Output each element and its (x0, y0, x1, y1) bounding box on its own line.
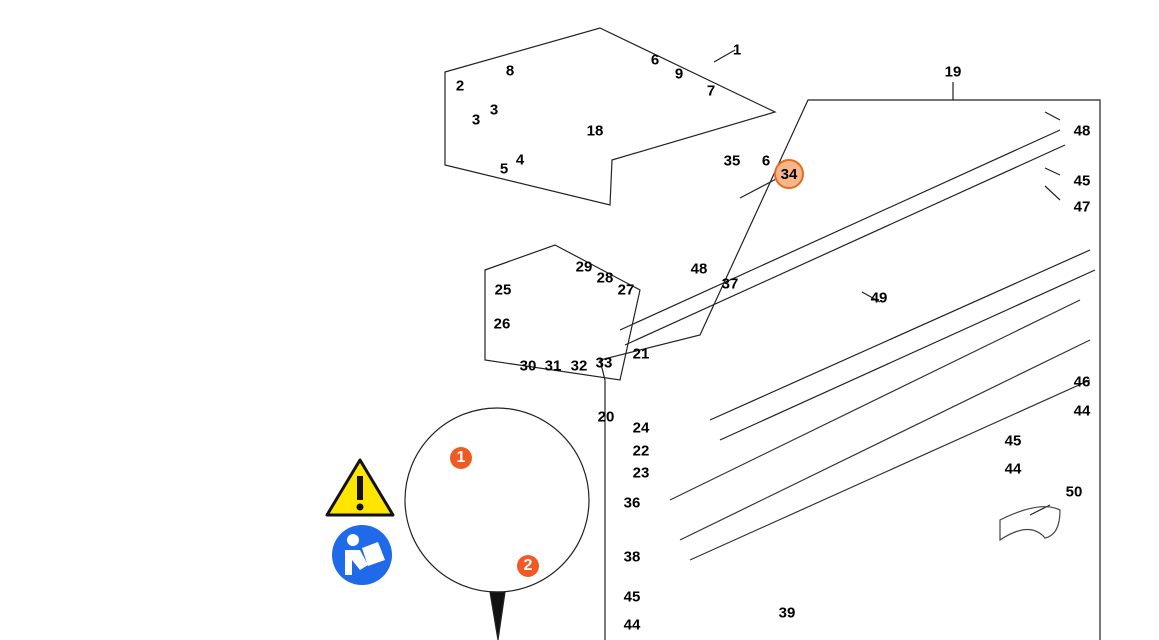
callout-37[interactable]: 37 (721, 275, 739, 293)
callout-44[interactable]: 44 (1004, 460, 1022, 478)
step-1-badge: 1 (450, 447, 472, 469)
callout-30[interactable]: 30 (519, 357, 537, 375)
callout-20[interactable]: 20 (597, 408, 615, 426)
callout-6[interactable]: 6 (761, 152, 771, 170)
callout-23[interactable]: 23 (632, 464, 650, 482)
callout-44[interactable]: 44 (1073, 402, 1091, 420)
callout-50[interactable]: 50 (1065, 483, 1083, 501)
callout-39[interactable]: 39 (778, 604, 796, 622)
callout-5[interactable]: 5 (499, 160, 509, 178)
callout-2[interactable]: 2 (455, 77, 465, 95)
callout-44[interactable]: 44 (623, 616, 641, 634)
inset-pointer (489, 591, 506, 640)
callout-26[interactable]: 26 (493, 315, 511, 333)
detail-inset-circle (404, 407, 590, 593)
callout-3[interactable]: 3 (471, 111, 481, 129)
callout-45[interactable]: 45 (1073, 172, 1091, 190)
callout-4[interactable]: 4 (515, 151, 525, 169)
group-outline-20 (484, 244, 641, 381)
callout-22[interactable]: 22 (632, 442, 650, 460)
callout-7[interactable]: 7 (706, 82, 716, 100)
group-outline-1 (444, 27, 777, 206)
callout-24[interactable]: 24 (632, 419, 650, 437)
callout-36[interactable]: 36 (623, 494, 641, 512)
read-manual-icon (332, 525, 392, 585)
callout-31[interactable]: 31 (544, 357, 562, 375)
callout-32[interactable]: 32 (570, 357, 588, 375)
callout-29[interactable]: 29 (575, 258, 593, 276)
callout-47[interactable]: 47 (1073, 198, 1091, 216)
callout-46[interactable]: 46 (1073, 373, 1091, 391)
callout-49[interactable]: 49 (870, 289, 888, 307)
callout-28[interactable]: 28 (596, 269, 614, 287)
callout-38[interactable]: 38 (623, 548, 641, 566)
callout-9[interactable]: 9 (674, 65, 684, 83)
callout-35[interactable]: 35 (723, 152, 741, 170)
callout-27[interactable]: 27 (617, 281, 635, 299)
callout-1[interactable]: 1 (732, 41, 742, 59)
callout-19[interactable]: 19 (944, 63, 962, 81)
step-2-badge: 2 (517, 555, 539, 577)
callout-48[interactable]: 48 (690, 260, 708, 278)
callout-18[interactable]: 18 (586, 122, 604, 140)
callout-45[interactable]: 45 (623, 588, 641, 606)
callout-8[interactable]: 8 (505, 62, 515, 80)
callout-48[interactable]: 48 (1073, 122, 1091, 140)
callout-6[interactable]: 6 (650, 51, 660, 69)
callout-34-highlighted[interactable]: 34 (774, 159, 804, 189)
callout-33[interactable]: 33 (595, 354, 613, 372)
group-outline-19 (599, 99, 1101, 640)
warning-triangle-icon (325, 458, 395, 517)
callout-25[interactable]: 25 (494, 281, 512, 299)
callout-45[interactable]: 45 (1004, 432, 1022, 450)
callout-3[interactable]: 3 (489, 101, 499, 119)
callout-21[interactable]: 21 (632, 345, 650, 363)
